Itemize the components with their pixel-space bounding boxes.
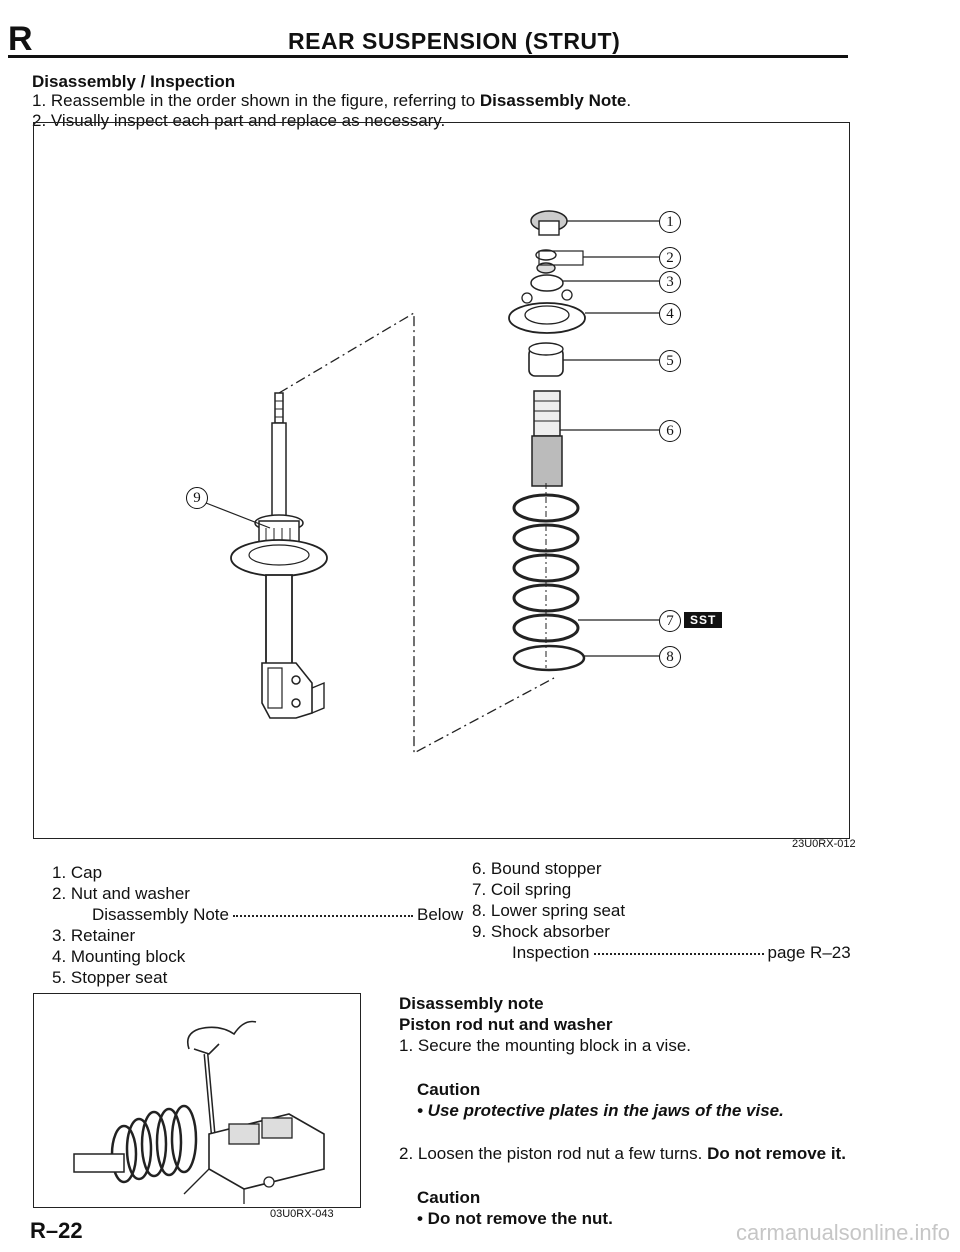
note-step-1: 1. Secure the mounting block in a vise. [399,1036,691,1055]
sst-badge: SST [684,612,723,628]
step-1: 1. Reassemble in the order shown in the … [32,91,631,111]
note-step-2: 2. Loosen the piston rod nut a few turns… [399,1143,846,1164]
callout-4: 4 [659,303,681,325]
legend-item: 7. Coil spring [472,880,572,899]
callout-8: 8 [659,646,681,668]
strut-parts-drawing [508,210,586,672]
note-step-2-bold: Do not remove it. [707,1144,846,1163]
note-heading: Disassembly note [399,994,544,1013]
step-1-bold: Disassembly Note [479,91,627,110]
legend-sub-label: Inspection [512,943,590,962]
legend-item: 2. Nut and washer [52,884,190,903]
section-letter: R [8,20,33,58]
callout-6: 6 [659,420,681,442]
legend-item: 4. Mounting block [52,947,186,966]
small-figure-id: 03U0RX-043 [270,1208,334,1220]
callout-1: 1 [659,211,681,233]
exploded-view-figure: 1 2 3 4 5 6 7 SST 8 9 [33,122,850,839]
caution-2-label: Caution [417,1188,481,1207]
legend-sub-label: Disassembly Note [92,905,229,924]
step-1-text: 1. Reassemble in the order shown in the … [32,91,480,110]
watermark: carmanualsonline.info [735,1220,950,1245]
exploded-view-drawing [205,210,659,755]
page-title: REAR SUSPENSION (STRUT) [288,28,621,54]
page-number: R–22 [30,1218,83,1243]
caution-2-text: • Do not remove the nut. [417,1209,613,1228]
legend-sub-ref: Below [417,905,464,924]
callout-2: 2 [659,247,681,269]
legend-left: 1. Cap 2. Nut and washer Disassembly Not… [52,862,463,988]
legend-right: 6. Bound stopper 7. Coil spring 8. Lower… [472,858,851,963]
legend-subitem: Disassembly Note Below [52,904,463,925]
shock-absorber-drawing [230,392,328,719]
legend-subitem: Inspection page R–23 [472,942,851,963]
legend-item: 9. Shock absorber [472,922,610,941]
step-2: 2. Visually inspect each part and replac… [32,111,446,130]
vise-drawing [73,1020,325,1204]
caution-1-text: • Use protective plates in the jaws of t… [417,1101,784,1120]
step-1-tail: . [626,91,632,110]
legend-item: 1. Cap [52,863,103,882]
caution-1-label: Caution [417,1080,481,1099]
disassembly-note: Disassembly note Piston rod nut and wash… [399,993,846,1229]
legend-sub-ref: page R–23 [767,943,851,962]
figure-id: 23U0RX-012 [792,838,856,850]
vise-figure [33,993,361,1208]
header-rule [8,55,848,58]
legend-item: 6. Bound stopper [472,859,602,878]
callout-3: 3 [659,271,681,293]
note-subheading: Piston rod nut and washer [399,1015,613,1034]
legend-item: 5. Stopper seat [52,968,168,987]
legend-item: 3. Retainer [52,926,136,945]
note-step-2-text: 2. Loosen the piston rod nut a few turns… [399,1144,708,1163]
callout-7: 7 [659,610,681,632]
section-heading: Disassembly / Inspection [32,72,236,91]
callout-9: 9 [186,487,208,509]
legend-item: 8. Lower spring seat [472,901,626,920]
callout-5: 5 [659,350,681,372]
